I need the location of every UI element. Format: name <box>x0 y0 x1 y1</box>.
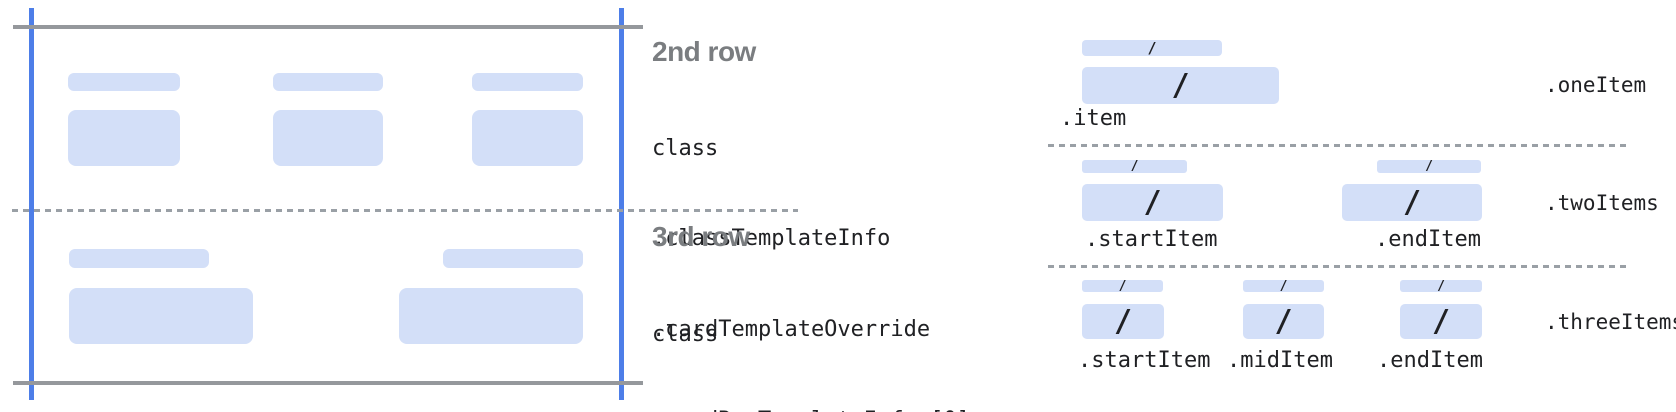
row2-col3-value-block <box>472 110 583 166</box>
three-items-mid-value-bar: / <box>1243 304 1324 339</box>
end-item-field-label: .endItem <box>1377 348 1483 373</box>
row2-class-path: class .classTemplateInfo .cardTemplateOv… <box>652 73 970 412</box>
mid-item-field-label: .midItem <box>1227 348 1333 373</box>
code-line: .classTemplateInfo <box>652 226 891 252</box>
slash-placeholder: / <box>1425 159 1433 174</box>
row3-heading: 3rd row <box>652 221 750 252</box>
item-field-label: .item <box>1060 106 1127 131</box>
two-items-start-label-bar: / <box>1082 160 1187 173</box>
row3-end-value-block <box>399 288 583 344</box>
layout-divider-dashed-line <box>1048 265 1627 268</box>
row-divider-dashed-line <box>12 209 798 212</box>
slash-placeholder: / <box>1431 303 1451 339</box>
two-items-row-label: .twoItems <box>1545 191 1659 215</box>
slash-placeholder: / <box>1279 278 1288 294</box>
code-line: .cardTemplateOverride <box>652 317 931 343</box>
code-line: class <box>652 321 719 347</box>
row2-heading: 2nd row <box>652 36 756 67</box>
one-item-label-bar: / <box>1082 40 1222 56</box>
card-right-edge-line <box>619 8 624 400</box>
slash-placeholder: / <box>1143 184 1162 220</box>
three-items-start-value-bar: / <box>1082 304 1164 339</box>
slash-placeholder: / <box>1274 303 1293 339</box>
start-item-field-label: .startItem <box>1078 348 1211 373</box>
one-item-value-bar: / <box>1082 67 1279 104</box>
slash-placeholder: / <box>1437 278 1445 294</box>
row2-col1-value-block <box>68 110 180 166</box>
row3-start-label-bar <box>69 249 209 268</box>
row2-col3-label-bar <box>472 73 583 91</box>
layout-divider-dashed-line <box>1048 144 1627 147</box>
three-items-start-label-bar: / <box>1082 278 1163 294</box>
row3-start-value-block <box>69 288 253 344</box>
card-top-boundary-line <box>13 25 643 29</box>
row2-col2-label-bar <box>273 73 383 91</box>
two-items-end-value-bar: / <box>1342 184 1482 221</box>
three-items-mid-label-bar: / <box>1243 278 1324 294</box>
three-items-end-value-bar: / <box>1400 304 1482 339</box>
row3-end-label-bar <box>443 249 583 268</box>
row3-class-path: class .classTemplateInfo .cardTemplateOv… <box>652 259 970 412</box>
two-items-start-value-bar: / <box>1082 184 1223 221</box>
slash-placeholder: / <box>1147 38 1157 57</box>
slash-placeholder: / <box>1130 159 1139 174</box>
end-item-field-label: .endItem <box>1375 227 1481 252</box>
row2-col1-label-bar <box>68 73 180 91</box>
slash-placeholder: / <box>1113 303 1133 339</box>
card-left-edge-line <box>29 8 34 400</box>
one-item-row-label: .oneItem <box>1545 73 1647 97</box>
row2-col2-value-block <box>273 110 383 166</box>
three-items-end-label-bar: / <box>1400 278 1482 294</box>
card-bottom-boundary-line <box>13 381 643 385</box>
two-items-end-label-bar: / <box>1377 160 1481 173</box>
slash-placeholder: / <box>1118 278 1127 294</box>
three-items-row-label: .threeItems <box>1545 310 1676 334</box>
code-line: class <box>652 135 719 161</box>
start-item-field-label: .startItem <box>1085 227 1218 252</box>
code-line: .cardRowTemplateInfos[0] <box>652 406 970 412</box>
slash-placeholder: / <box>1171 67 1190 103</box>
slash-placeholder: / <box>1402 184 1422 220</box>
